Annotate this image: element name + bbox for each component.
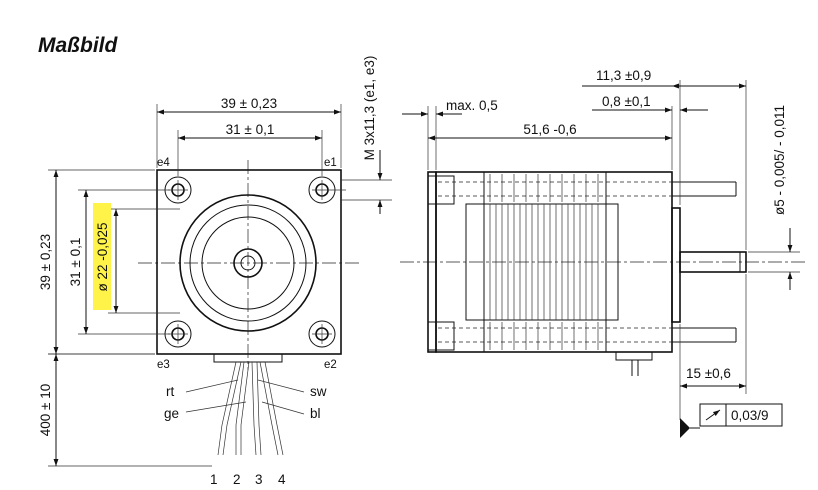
motor-flange-square [156, 169, 342, 355]
dim-shaft-diameter: ø5 - 0,005/ - 0,011 [772, 105, 787, 215]
dim-width-hole: 31 ± 0,1 [226, 122, 275, 137]
mounting-hole-e1 [308, 176, 346, 204]
dim-width-outer: 39 ± 0,23 [221, 96, 277, 111]
wire-color-sw: sw [310, 384, 327, 399]
runout-tolerance-value: 0,03/9 [731, 408, 769, 423]
cable-wires [217, 361, 284, 456]
wire-number-1: 1 [210, 472, 218, 487]
front-view: e4 e1 e3 e2 rt ge sw bl 1 2 3 4 39 ± 0,2… [38, 56, 392, 487]
mounting-hole-e4 [164, 176, 192, 204]
mounting-hole-e2 [308, 320, 336, 348]
dim-height-outer: 39 ± 0,23 [38, 234, 53, 290]
dim-cable-length: 400 ± 10 [38, 384, 53, 436]
lamination-stack [465, 172, 619, 352]
wire-color-rt: rt [166, 384, 174, 399]
hole-label-e1: e1 [324, 157, 337, 169]
wire-number-4: 4 [278, 472, 286, 487]
mounting-hole-e3 [164, 320, 192, 348]
dim-flange-max: max. 0,5 [446, 98, 498, 113]
dim-shaft-total: 11,3 ±0,9 [596, 68, 651, 83]
hole-label-e3: e3 [157, 359, 170, 371]
dim-shaft-collar: 0,8 ±0,1 [602, 94, 651, 109]
wire-number-3: 3 [255, 472, 263, 487]
shaft-circle [240, 255, 256, 271]
wire-color-ge: ge [164, 406, 179, 421]
dim-height-hole: 31 ± 0,1 [68, 238, 83, 287]
hole-label-e4: e4 [157, 157, 170, 169]
side-view: max. 0,5 51,6 -0,6 11,3 ±0,9 0,8 ±0,1 ø5… [400, 68, 808, 438]
motor-shaft [679, 251, 747, 273]
dim-body-length: 51,6 -0,6 [523, 122, 576, 137]
dim-pilot-diameter: ø 22 -0,025 [95, 222, 110, 291]
hole-label-e2: e2 [324, 359, 337, 371]
dim-shaft-extension: 15 ±0,6 [686, 366, 731, 381]
wire-number-2: 2 [233, 472, 241, 487]
drawing-title: Maßbild [38, 34, 118, 57]
runout-tolerance-frame: 0,03/9 [680, 403, 783, 438]
thread-callout: M 3x11,3 (e1, e3) [362, 56, 377, 161]
wire-color-bl: bl [310, 406, 321, 421]
